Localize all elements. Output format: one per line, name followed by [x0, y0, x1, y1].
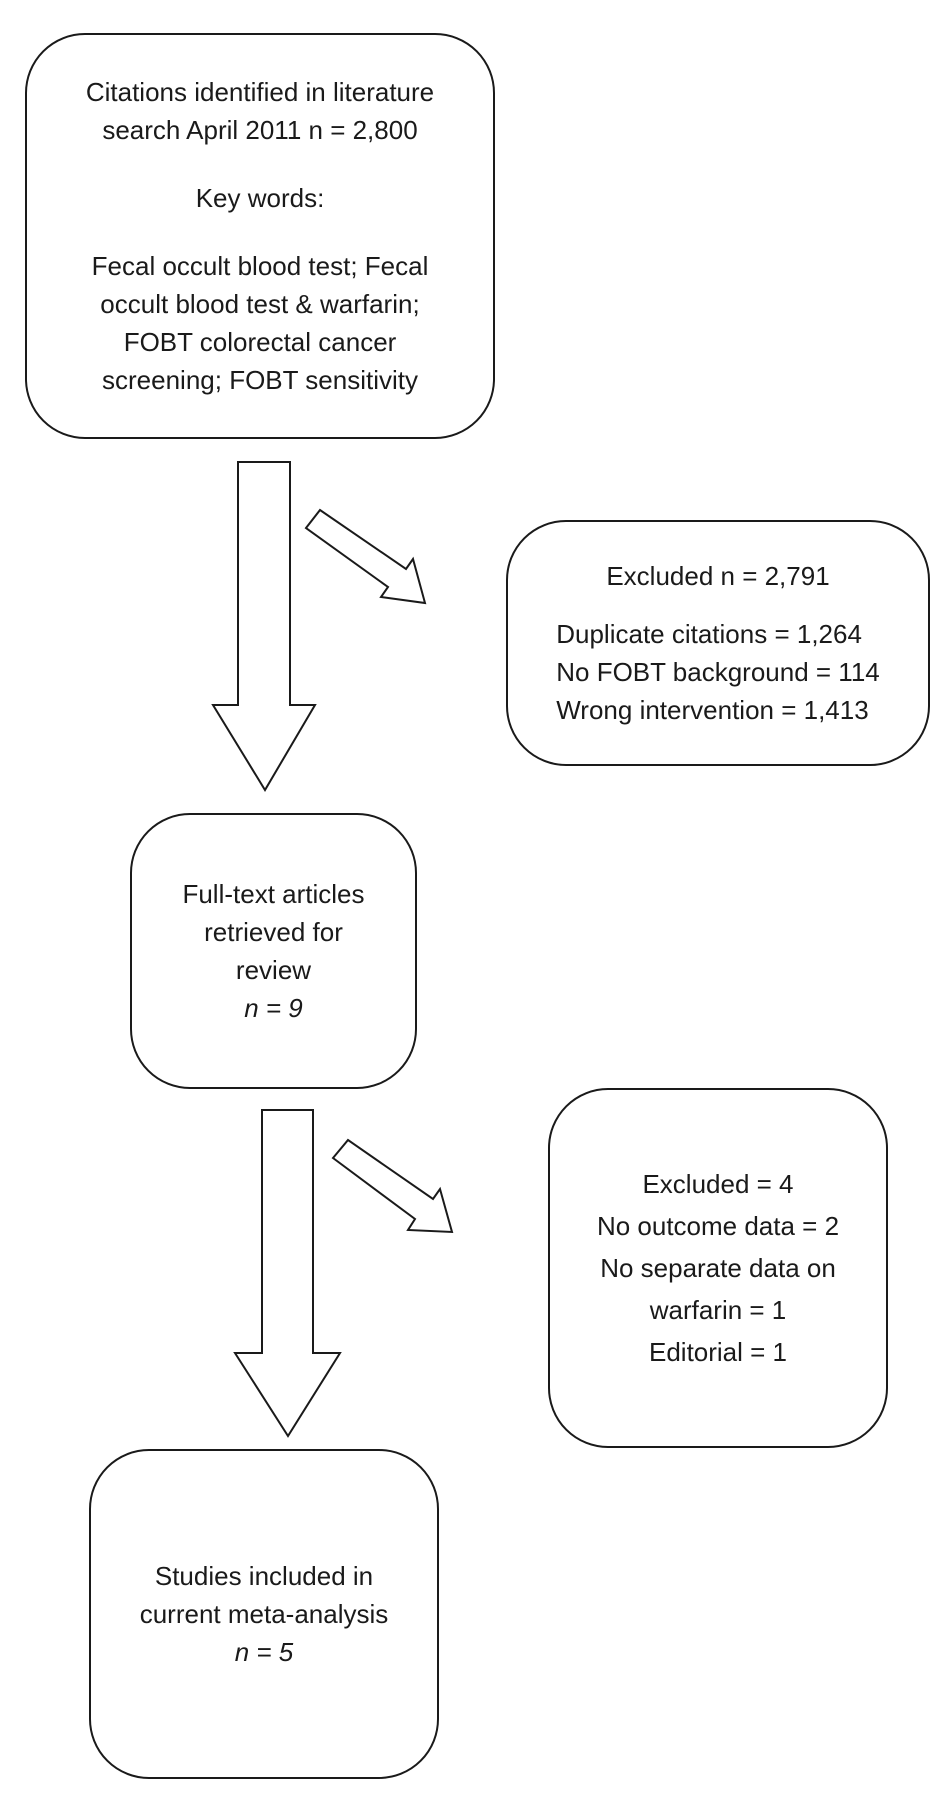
- included-line-2: current meta-analysis: [139, 1599, 389, 1629]
- fulltext-box: Full-text articles retrieved for review …: [130, 813, 417, 1089]
- diagonal-arrow-2: [331, 1138, 454, 1234]
- keywords-line-1: Fecal occult blood test; Fecal: [91, 251, 429, 281]
- down-arrow-2: [233, 1109, 342, 1438]
- excluded-1-item: No FOBT background = 114: [556, 657, 880, 687]
- keywords-line-3: FOBT colorectal cancer: [123, 327, 397, 357]
- included-line-1: Studies included in: [154, 1561, 374, 1591]
- keywords-heading: Key words:: [195, 183, 325, 213]
- keywords-line-4: screening; FOBT sensitivity: [102, 365, 418, 395]
- excluded-box-1: Excluded n = 2,791 Duplicate citations =…: [506, 520, 930, 766]
- excluded-1-item: Wrong intervention = 1,413: [556, 695, 869, 725]
- excluded-2-line: No separate data on: [600, 1253, 836, 1283]
- keywords-line-2: occult blood test & warfarin;: [100, 289, 420, 319]
- excluded-2-line: No outcome data = 2: [596, 1211, 840, 1241]
- included-count: n = 5: [234, 1637, 294, 1667]
- search-results-box: Citations identified in literature searc…: [25, 33, 495, 439]
- fulltext-line-2: retrieved for: [204, 917, 343, 947]
- down-arrow-1: [211, 461, 317, 792]
- search-line-2: search April 2011 n = 2,800: [102, 115, 418, 145]
- fulltext-line-3: review: [235, 955, 312, 985]
- fulltext-count: n = 9: [244, 993, 303, 1023]
- search-line-1: Citations identified in literature: [85, 77, 435, 107]
- fulltext-line-1: Full-text articles: [182, 879, 365, 909]
- excluded-2-line: Excluded = 4: [642, 1169, 794, 1199]
- excluded-2-line: warfarin = 1: [649, 1295, 787, 1325]
- excluded-box-2: Excluded = 4 No outcome data = 2 No sepa…: [548, 1088, 888, 1448]
- excluded-2-line: Editorial = 1: [648, 1337, 788, 1367]
- excluded-1-heading: Excluded n = 2,791: [606, 561, 830, 591]
- excluded-1-item: Duplicate citations = 1,264: [556, 619, 862, 649]
- diagonal-arrow-1: [304, 508, 427, 605]
- included-box: Studies included in current meta-analysi…: [89, 1449, 439, 1779]
